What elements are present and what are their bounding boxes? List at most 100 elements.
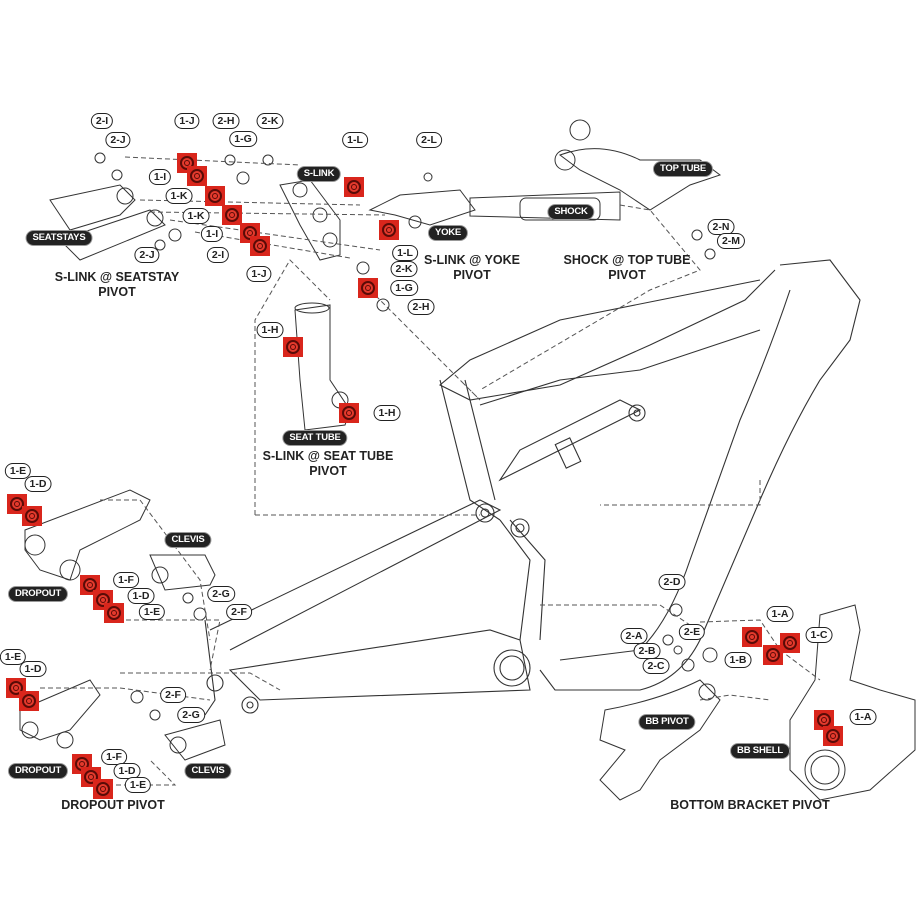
callout-1k-top: 1-K [165,188,193,204]
bearing-1l-top [344,177,364,197]
bearing-1e-lower-b [93,779,113,799]
bearing-1g [358,278,378,298]
caption-line1: SHOCK @ TOP TUBE [563,253,691,267]
callout-2i-top: 2-I [90,113,114,129]
callout-1e-upper: 1-E [4,463,32,479]
caption-bottom-bracket-pivot: BOTTOM BRACKET PIVOT [670,798,830,812]
label-s-link: S-LINK [296,166,342,182]
callout-1a-top: 1-A [766,606,794,622]
callout-2n: 2-N [707,219,735,235]
callout-2f-lower: 2-F [160,687,186,703]
seat-tube [439,379,501,521]
callout-1f-lower: 1-F [101,749,127,765]
callout-2f-upper: 2-F [226,604,252,620]
dropout-part-lower [19,679,101,741]
callout-1e-upper-b: 1-E [138,604,166,620]
callout-2k-lower: 2-K [390,261,418,277]
clevis-part-lower [164,719,226,761]
top-tube [479,329,761,406]
label-seat-tube: SEAT TUBE [282,430,348,446]
callout-1j-lower: 1-J [246,266,272,282]
main-frame [204,259,861,716]
chainstay [228,629,531,701]
bearing-1h-lower [339,403,359,423]
caption-line2: PIVOT [608,268,646,282]
callout-2g-upper: 2-G [207,586,235,602]
yoke-part [368,189,476,226]
callout-2d: 2-D [658,574,686,590]
seatstay [209,499,502,651]
callout-2i-lower: 2-I [206,247,230,263]
callout-2c: 2-C [642,658,670,674]
s-link-part [279,179,341,261]
callout-1a-lower: 1-A [849,709,877,725]
callout-2j-top: 2-J [105,132,131,148]
top-tube-part [558,148,722,211]
callout-1d-lower: 1-D [19,661,47,677]
bearing-1d-upper [22,506,42,526]
callout-2e: 2-E [678,624,706,640]
callout-2h-lower: 2-H [407,299,435,315]
seatstays-part [49,184,136,231]
bearing-1b [763,645,783,665]
shock-body [498,399,642,482]
caption-line2: PIVOT [309,464,347,478]
bearing-1a-top [742,627,762,647]
callout-1e-lower-b: 1-E [124,777,152,793]
callout-1b: 1-B [724,652,752,668]
label-clevis-lower: CLEVIS [184,763,232,779]
bearing-1i-top [187,166,207,186]
caption-line1: S-LINK @ YOKE [424,253,520,267]
callout-1g-lower: 1-G [390,280,418,296]
label-shock: SHOCK [547,204,595,220]
label-dropout-lower: DROPOUT [7,763,69,779]
callout-2b: 2-B [633,643,661,659]
callout-1c: 1-C [805,627,833,643]
callout-1g-top: 1-G [229,131,257,147]
callout-1j-top: 1-J [174,113,200,129]
bearing-1k-lower [222,205,242,225]
caption-dropout-pivot: DROPOUT PIVOT [61,798,165,812]
bb-pivot-part [599,679,721,801]
callout-2g-lower: 2-G [177,707,205,723]
bearing-1j-lower [250,236,270,256]
callout-2k-top: 2-K [256,113,284,129]
callout-2m: 2-M [716,233,746,249]
callout-1d-upper: 1-D [24,476,52,492]
bearing-1h-top [283,337,303,357]
callout-2l: 2-L [416,132,442,148]
callout-2h-top: 2-H [212,113,240,129]
down-tube [539,259,861,691]
callout-1h-top: 1-H [256,322,284,338]
callout-1i-top: 1-I [148,169,172,185]
bearing-1k-top [205,186,225,206]
callout-2a: 2-A [620,628,648,644]
callout-1l-lower: 1-L [392,245,418,261]
callout-1f-upper: 1-F [113,572,139,588]
caption-line2: PIVOT [453,268,491,282]
callout-1l-top: 1-L [342,132,368,148]
shock-part [469,191,621,221]
bb-shell-part [789,604,916,801]
exploded-parts [19,119,916,801]
label-dropout-upper: DROPOUT [7,586,69,602]
clevis-part-upper [149,554,216,591]
callout-1k-lower: 1-K [182,208,210,224]
callout-1h-lower: 1-H [373,405,401,421]
caption-line1: S-LINK @ SEATSTAY [54,270,180,284]
bb-shell [493,649,531,687]
callout-2j-lower: 2-J [134,247,160,263]
label-bb-pivot: BB PIVOT [638,714,696,730]
callout-1d-upper-b: 1-D [127,588,155,604]
dropout-part-upper [24,489,151,581]
bearing-1c [780,633,800,653]
bearing-1e-upper-b [104,603,124,623]
label-seatstays: SEATSTAYS [25,230,93,246]
label-top-tube: TOP TUBE [652,161,714,177]
callout-1e-lower: 1-E [0,649,27,665]
